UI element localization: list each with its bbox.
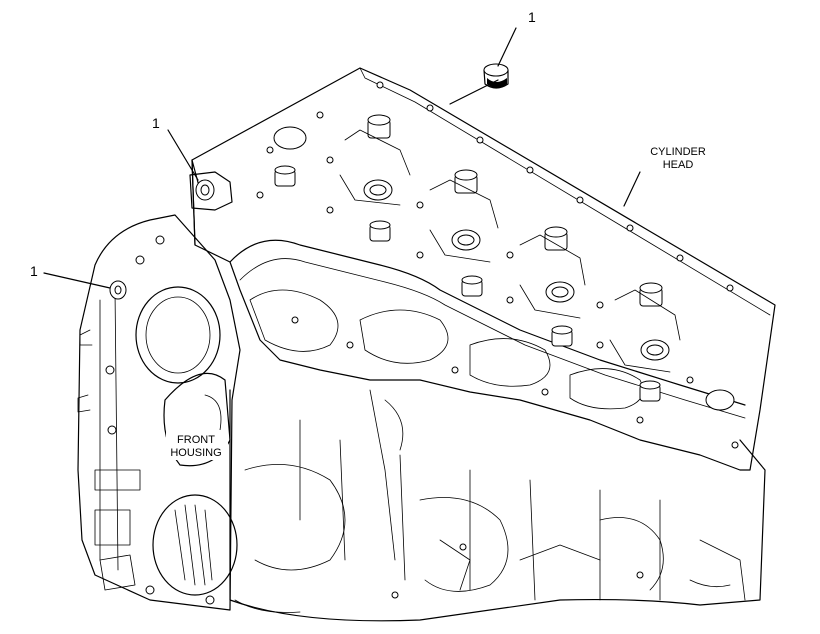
callout-number-top: 1 (528, 9, 536, 25)
engine-block (229, 389, 766, 622)
callout-number-left-upper: 1 (152, 115, 160, 131)
part-top-dowel (483, 63, 509, 89)
label-front-housing-line1: FRONT (177, 434, 215, 446)
leader-lines (43, 27, 641, 289)
cylinder-head (191, 67, 776, 471)
valve-ports (273, 126, 735, 411)
label-cylinder-head-line2: HEAD (663, 159, 694, 171)
part-left-lower-dowel (109, 280, 127, 300)
callout-number-left-lower: 1 (30, 263, 38, 279)
front-housing (77, 214, 241, 611)
label-cylinder-head-line1: CYLINDER (650, 146, 706, 158)
injector-bosses (274, 114, 663, 402)
part-left-upper-dowel (189, 171, 233, 211)
head-bolt-holes (256, 81, 739, 449)
label-front-housing-line2: HOUSING (170, 447, 221, 459)
